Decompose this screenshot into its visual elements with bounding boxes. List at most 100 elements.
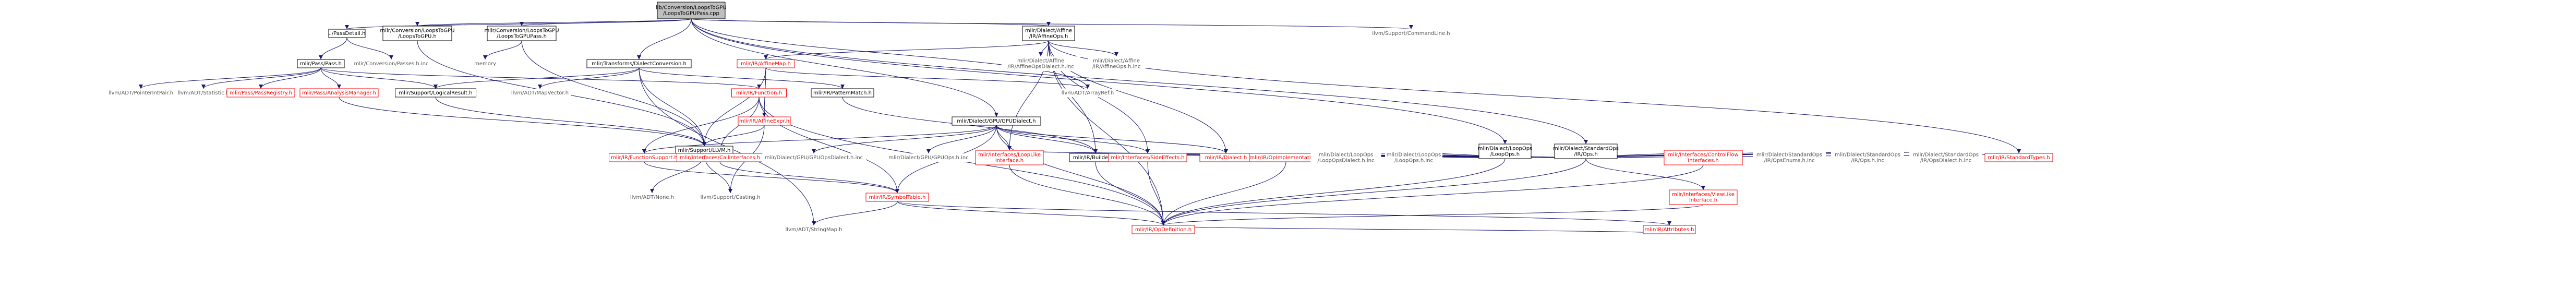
- edge-gpudialect-to-functionsupport: [642, 125, 997, 154]
- edge-transforms_dc-to-mapvector: [538, 67, 640, 89]
- node-box: [487, 26, 557, 41]
- node-box: [1022, 26, 1075, 41]
- node-label: llvm/ADT/Statistic.h: [178, 90, 230, 96]
- edge-symboltable-to-opdefinition: [897, 201, 1165, 226]
- node-mlir-support-logicalresult-h[interactable]: mlir/Support/LogicalResult.h: [395, 88, 476, 98]
- node-label: mlir/Dialect/GPU/GPUOpsDialect.h.inc: [765, 155, 863, 161]
- edge-stdops-to-opdefinition: [1161, 158, 1586, 226]
- node-lib-conversion-loopstogpu-loopstogpupass-cpp[interactable]: lib/Conversion/LoopsToGPU/LoopsToGPUPass…: [656, 2, 727, 19]
- edge-root-to-gpudialect: [691, 18, 998, 117]
- node-box: [1385, 150, 1442, 165]
- node-label: llvm/Support/CommandLine.h: [1372, 31, 1450, 37]
- node-box: [226, 88, 295, 98]
- node-label: mlir/IR/PatternMatch.h: [813, 90, 872, 96]
- node-box: [586, 59, 692, 68]
- edge-function-to-symboltable: [759, 97, 899, 194]
- node-mlir-ir-dialect-h[interactable]: mlir/IR/Dialect.h: [1199, 153, 1253, 162]
- node-llvm-adt-stringmap-h: llvm/ADT/StringMap.h: [785, 225, 842, 234]
- node-mlir-conversion-loopstogpu-loopstogpupass-h[interactable]: mlir/Conversion/LoopsToGPU/LoopsToGPUPas…: [484, 26, 559, 41]
- node-label: lib/Conversion/LoopsToGPU: [656, 5, 727, 11]
- edge-symboltable-to-stringmap: [812, 201, 898, 226]
- node-label: mlir/Pass/Pass.h: [300, 61, 342, 67]
- node-label: /LoopOps.h: [1490, 152, 1520, 158]
- node-mlir-dialect-affine-ir-affineops-h-inc: mlir/Dialect/Affine/IR/AffineOps.h.inc: [1088, 56, 1145, 71]
- node-box: [657, 2, 726, 19]
- node-box: [104, 89, 177, 97]
- node-label: /IR/AffineOps.h: [1029, 34, 1068, 40]
- node-box: [738, 116, 791, 126]
- node-label: mlir/IR/Function.h: [736, 90, 782, 96]
- node-label: mlir/Dialect/StandardOps: [1913, 152, 1979, 158]
- edge-root-to-transforms_dc: [637, 18, 692, 60]
- edge-gpudialect-to-opdefinition: [996, 125, 1165, 226]
- node-label: /LoopsToGPUPass.h: [497, 34, 547, 40]
- node-box: [1909, 150, 1982, 165]
- node-mlir-ir-patternmatch-h[interactable]: mlir/IR/PatternMatch.h: [811, 88, 874, 98]
- node-box: [1088, 56, 1145, 71]
- node-label: mlir/Conversion/LoopsToGPU: [484, 28, 559, 34]
- node-mlir-ir-standardtypes-h[interactable]: mlir/IR/StandardTypes.h: [1984, 153, 2053, 162]
- node-mlir-pass-pass-h[interactable]: mlir/Pass/Pass.h: [297, 59, 345, 68]
- edge-gpudialect-to-gpuops_inc: [926, 125, 997, 154]
- edge-pass-to-statistic: [201, 67, 321, 89]
- node-label: Interface.h: [1689, 198, 1717, 204]
- edge-passdetail-to-pass: [319, 37, 347, 60]
- node-mlir-dialect-loopops-loopops-h[interactable]: mlir/Dialect/LoopOps/LoopOps.h: [1478, 143, 1533, 159]
- node-label: mlir/IR/Attributes.h: [1645, 227, 1694, 233]
- node-label: /IR/Ops.h: [1574, 152, 1598, 158]
- edge-affineops-to-opdefinition: [1048, 40, 1165, 226]
- node-label: mlir/Dialect/StandardOps: [1835, 152, 1900, 158]
- node-mlir-pass-passregistry-h[interactable]: mlir/Pass/PassRegistry.h: [226, 88, 295, 98]
- node-mlir-ir-attributes-h[interactable]: mlir/IR/Attributes.h: [1643, 225, 1696, 234]
- node-mlir-dialect-standardops-ir-ops-h-inc: mlir/Dialect/StandardOps/IR/Ops.h.inc: [1831, 150, 1904, 165]
- node-mlir-interfaces-sideeffects-h[interactable]: mlir/Interfaces/SideEffects.h: [1108, 153, 1187, 162]
- node-memory: memory: [472, 59, 498, 68]
- edge-sideeffects-to-opdefinition: [1147, 161, 1165, 226]
- node-mlir-dialect-affine-ir-affineops-h[interactable]: mlir/Dialect/Affine/IR/AffineOps.h: [1022, 26, 1075, 41]
- node-mlir-conversion-passes-h-inc: mlir/Conversion/Passes.h.inc: [352, 59, 430, 68]
- edge-root-to-commandline: [691, 18, 1413, 30]
- node-mlir-ir-opdefinition-h[interactable]: mlir/IR/OpDefinition.h: [1131, 225, 1195, 234]
- node-box: [1643, 225, 1696, 234]
- node-llvm-support-casting-h: llvm/Support/Casting.h: [699, 193, 762, 201]
- node-mlir-ir-function-h[interactable]: mlir/IR/Function.h: [731, 88, 787, 98]
- node-label: mlir/IR/AffineExpr.h: [739, 118, 789, 124]
- node-mlir-ir-affinemap-h[interactable]: mlir/IR/AffineMap.h: [737, 59, 795, 68]
- node-box: [737, 59, 795, 68]
- node-box: [297, 59, 345, 68]
- node-box: [472, 59, 498, 68]
- node-label: memory: [474, 61, 496, 67]
- node-mlir-dialect-gpu-gpudialect-h[interactable]: mlir/Dialect/GPU/GPUDialect.h: [952, 116, 1041, 126]
- node-mlir-ir-symboltable-h[interactable]: mlir/IR/SymbolTable.h: [865, 193, 929, 202]
- node-box: [1002, 56, 1080, 71]
- edge-callinterfaces-to-symboltable: [719, 161, 899, 194]
- edge-functionsupport-to-symboltable: [644, 161, 899, 194]
- node-mlir-pass-analysismanager-h[interactable]: mlir/Pass/AnalysisManager.h: [299, 88, 379, 98]
- node-mlir-ir-affineexpr-h[interactable]: mlir/IR/AffineExpr.h: [738, 116, 791, 126]
- node-llvm-adt-mapvector-h: llvm/ADT/MapVector.h: [509, 89, 571, 97]
- node-box: [1664, 150, 1743, 165]
- node-box: [975, 150, 1044, 165]
- node-mlir-interfaces-callinterfaces-h[interactable]: mlir/Interfaces/CallInterfaces.h: [677, 153, 763, 162]
- node-label: mlir/Interfaces/CallInterfaces.h: [680, 155, 760, 161]
- node-mlir-ir-functionsupport-h[interactable]: mlir/IR/FunctionSupport.h: [609, 153, 680, 162]
- node-box: [1753, 150, 1826, 165]
- node-mlir-conversion-loopstogpu-loopstogpu-h[interactable]: mlir/Conversion/LoopsToGPU/LoopsToGPU.h: [380, 26, 455, 41]
- node-label: /LoopsToGPUPass.cpp: [663, 11, 719, 17]
- node-label: mlir/IR/AffineMap.h: [741, 61, 791, 67]
- node-box: [865, 193, 929, 202]
- node-llvm-support-commandline-h: llvm/Support/CommandLine.h: [1372, 29, 1450, 38]
- node-box: [328, 29, 366, 38]
- node-box: [952, 116, 1041, 126]
- node-passdetail-h[interactable]: ../PassDetail.h: [328, 29, 366, 38]
- edge-controlflow-to-opdefinition: [1161, 164, 1704, 226]
- edge-root-to-loopops: [691, 18, 1507, 145]
- node-mlir-transforms-dialectconversion-h[interactable]: mlir/Transforms/DialectConversion.h: [586, 59, 692, 68]
- node-label: mlir/Support/LogicalResult.h: [399, 90, 472, 96]
- edge-affineops-to-standardtypes: [1048, 40, 2021, 154]
- node-mlir-dialect-standardops-ir-ops-h[interactable]: mlir/Dialect/StandardOps/IR/Ops.h: [1553, 143, 1619, 159]
- edge-root-to-arrayref: [691, 18, 1090, 89]
